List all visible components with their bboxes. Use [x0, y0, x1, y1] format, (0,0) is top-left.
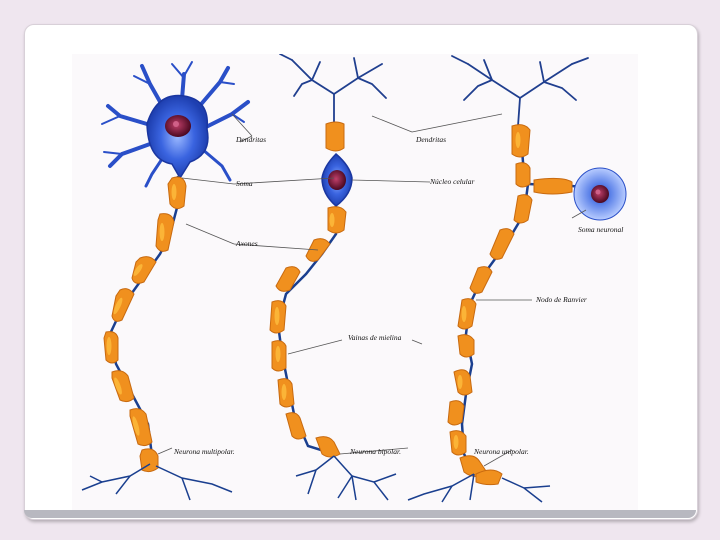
unipolar-myelin-sheaths: [447, 124, 573, 486]
bipolar-dendrites: [279, 54, 387, 125]
bipolar-axon-terminal: [295, 455, 397, 501]
label-dendritas-left: Dendritas: [235, 135, 266, 144]
label-neurona-multipolar: Neurona multipolar.: [173, 447, 235, 456]
unipolar-axon-terminal: [407, 473, 551, 503]
label-nodo-de-ranvier: Nodo de Ranvier: [535, 295, 587, 304]
multipolar-axon-terminal: [81, 463, 233, 501]
diagram-labels: Dendritas Dendritas Soma Núcleo celular …: [173, 135, 623, 456]
multipolar-neuron: [81, 61, 250, 501]
label-nucleo-celular: Núcleo celular: [429, 177, 474, 186]
label-neurona-bipolar: Neurona bipolar.: [349, 447, 401, 456]
label-axones: Axones: [235, 239, 258, 248]
slide-frame-shadow: [24, 510, 696, 518]
multipolar-myelin-sheaths: [103, 176, 187, 473]
unipolar-nucleus: [591, 185, 609, 203]
label-soma: Soma: [236, 179, 253, 188]
unipolar-neuron: [407, 55, 627, 503]
bipolar-neuron: [269, 54, 397, 501]
label-vainas-de-mielina: Vainas de mielina: [348, 333, 402, 342]
bipolar-myelin-upper: [325, 121, 345, 152]
label-dendritas-right: Dendritas: [415, 135, 446, 144]
bipolar-myelin-sheaths: [269, 206, 347, 458]
neuron-diagram: Dendritas Dendritas Soma Núcleo celular …: [81, 54, 627, 503]
neuron-types-illustration: Dendritas Dendritas Soma Núcleo celular …: [72, 54, 638, 510]
bipolar-nucleus: [328, 170, 346, 190]
label-soma-neuronal: Soma neuronal: [578, 225, 623, 234]
unipolar-dendrites: [451, 55, 589, 127]
label-neurona-unipolar: Neurona unipolar.: [473, 447, 529, 456]
leader-lines: [157, 113, 587, 467]
